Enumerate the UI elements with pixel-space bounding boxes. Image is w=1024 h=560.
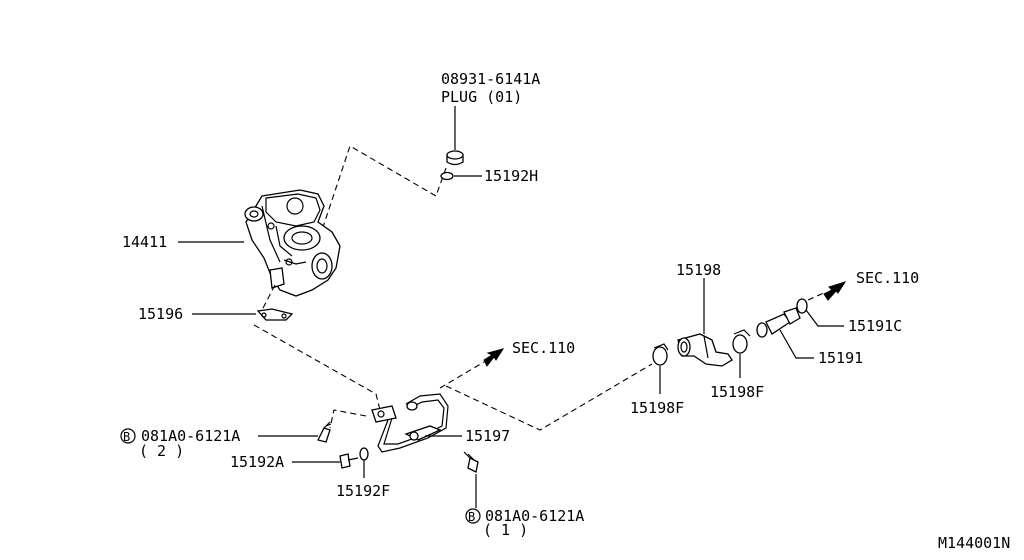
bolt-081a0-left-icon xyxy=(317,421,332,443)
clamp-15198f-right-icon xyxy=(732,329,751,354)
turbo-14411-label: 14411 xyxy=(122,233,167,251)
tube-15197-label: 15197 xyxy=(465,427,510,445)
bolt-left-dashed-line xyxy=(329,409,367,429)
washer-15192h-icon xyxy=(440,171,454,181)
hose-15198-icon xyxy=(677,333,733,367)
gasket-15196-icon xyxy=(256,308,294,321)
bolt-bottom-b-marker-icon xyxy=(465,508,481,524)
bolt-15192a-icon xyxy=(339,453,359,469)
plug-icon xyxy=(446,150,464,166)
gasket-to-tube-dashed-line xyxy=(253,324,381,411)
bolt-bottom-part-number-label: 081A0-6121A xyxy=(485,507,584,525)
turbo-to-gasket-dashed-line xyxy=(261,284,276,311)
washer-15191c-icon xyxy=(796,298,808,314)
connector-15191-icon xyxy=(756,307,801,338)
sec110-left-label: SEC.110 xyxy=(512,339,575,357)
washer-15191c-label: 15191C xyxy=(848,317,902,335)
clamp-15198f-right-label: 15198F xyxy=(710,383,764,401)
clamp-15198f-left-icon xyxy=(652,343,669,366)
sec110-left-arrow-icon xyxy=(483,348,505,367)
tube-to-clamp-dashed-line xyxy=(445,363,653,431)
bolt-left-b-marker-icon xyxy=(120,428,136,444)
washer-15191c-leader-line xyxy=(805,309,844,327)
connector-15191-leader-line xyxy=(779,329,814,359)
plug-to-turbo-dashed-line xyxy=(321,145,447,231)
bolt-left-qty-label: ( 2 ) xyxy=(139,442,184,460)
diagram-code-label: M144001N xyxy=(938,534,1010,552)
washer-15192h-label: 15192H xyxy=(484,167,538,185)
washer-15192f-icon xyxy=(359,447,369,461)
sec110-right-label: SEC.110 xyxy=(856,269,919,287)
connector-15191-label: 15191 xyxy=(818,349,863,367)
plug-name-label: PLUG (01) xyxy=(441,88,522,106)
sec110-right-arrow-icon xyxy=(823,281,847,301)
gasket-15196-label: 15196 xyxy=(138,305,183,323)
sec110-right-dashed-line xyxy=(807,291,827,301)
bolt-left-part-number-label: 081A0-6121A xyxy=(141,427,240,445)
plug-part-number-label: 08931-6141A xyxy=(441,70,540,88)
turbocharger-icon xyxy=(244,189,341,297)
bolt-bottom-b-marker-letter: B xyxy=(468,510,475,524)
oil-tube-15197-icon xyxy=(371,393,449,453)
bolt-bottom-qty-label: ( 1 ) xyxy=(483,521,528,539)
washer-15192f-label: 15192F xyxy=(336,482,390,500)
bolt-081a0-bottom-icon xyxy=(463,451,479,473)
bolt-left-b-marker-letter: B xyxy=(123,430,130,444)
bolt-15192a-label: 15192A xyxy=(230,453,284,471)
sec110-left-dashed-line xyxy=(439,361,485,389)
clamp-15198f-left-label: 15198F xyxy=(630,399,684,417)
hose-15198-label: 15198 xyxy=(676,261,721,279)
